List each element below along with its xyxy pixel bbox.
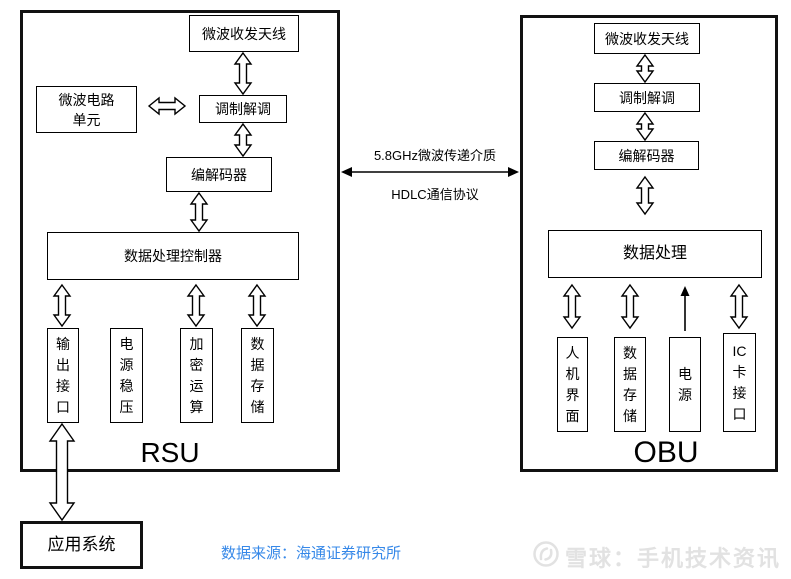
rsu-power-regulation-box: 电 源 稳 压	[110, 328, 143, 423]
obu-frame	[520, 15, 778, 472]
obu-data-storage-box: 数 据 存 储	[614, 337, 646, 432]
arrow-rsu-obu-link-head-left	[341, 167, 352, 177]
obu-power-box: 电 源	[669, 337, 701, 432]
rsu-title: RSU	[140, 437, 200, 468]
watermark-text: 雪球：手机技术资讯	[565, 546, 782, 571]
obu-ic-card-box: IC 卡 接 口	[723, 333, 756, 432]
rsu-output-interface-box: 输 出 接 口	[47, 328, 79, 423]
rsu-encryption-box: 加 密 运 算	[180, 328, 213, 423]
rsu-microwave-circuit-box: 微波电路 单元	[36, 86, 137, 133]
obu-codec-box: 编解码器	[594, 141, 699, 170]
rsu-codec-box: 编解码器	[166, 157, 272, 192]
rsu-antenna-box: 微波收发天线	[189, 15, 299, 52]
source-note: 数据来源：海通证券研究所	[221, 545, 402, 562]
obu-hmi-box: 人 机 界 面	[557, 337, 588, 432]
rsu-data-storage-box: 数 据 存 储	[241, 328, 274, 423]
obu-antenna-box: 微波收发天线	[594, 23, 700, 54]
link-medium-label: 5.8GHz微波传递介质	[373, 148, 497, 163]
obu-data-processing-box: 数据处理	[548, 230, 762, 278]
obu-title: OBU	[633, 436, 699, 469]
rsu-modem-box: 调制解调	[199, 95, 287, 123]
rsu-controller-box: 数据处理控制器	[47, 232, 299, 280]
link-protocol-label: HDLC通信协议	[391, 187, 479, 202]
arrow-rsu-obu-link-head-right	[508, 167, 519, 177]
xueqiu-snowball-icon	[533, 541, 559, 567]
rsu-frame	[20, 10, 340, 472]
obu-modem-box: 调制解调	[594, 83, 700, 112]
application-system-box: 应用系统	[20, 521, 143, 569]
